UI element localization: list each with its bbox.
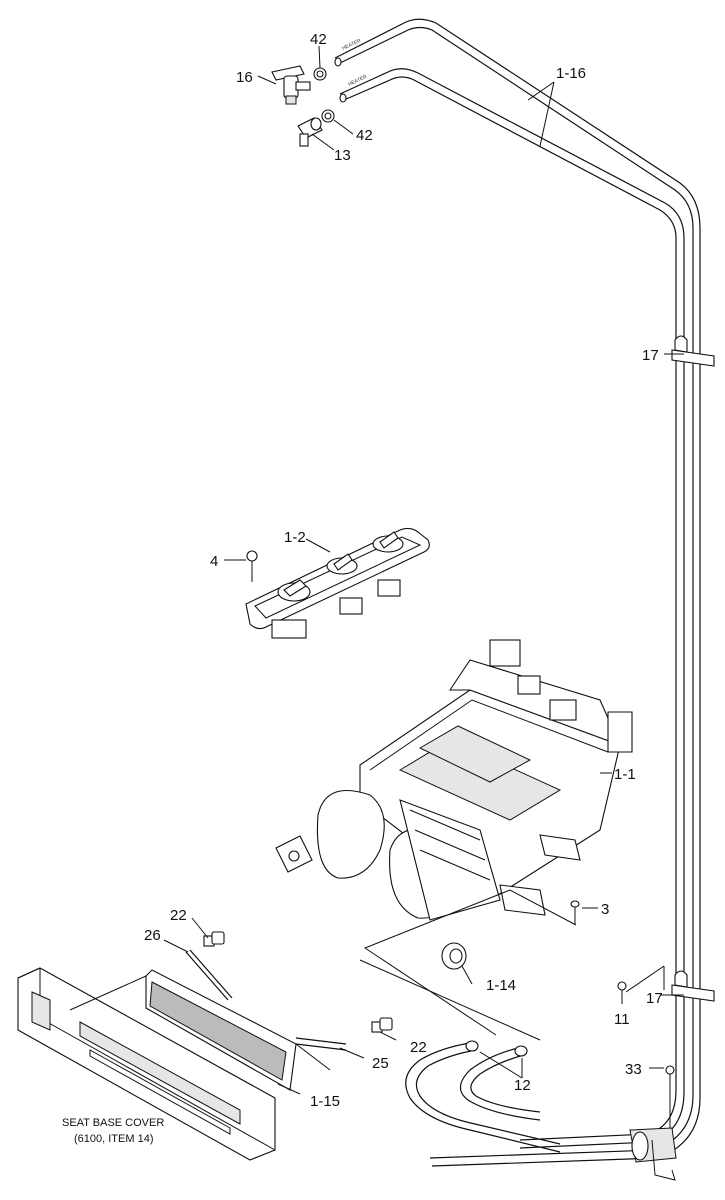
hose-bracket [629, 1127, 677, 1181]
callout-1-16: 1-16 [556, 65, 586, 82]
heater-hose-assembly: HEATER HEATER [334, 18, 701, 1167]
callout-12: 12 [514, 1077, 531, 1094]
callout-42-upper: 42 [310, 31, 327, 48]
callout-1-1: 1-1 [614, 766, 636, 783]
callout-42-lower: 42 [356, 127, 373, 144]
callout-17-upper: 17 [642, 347, 659, 364]
heater-assembly-1-1 [275, 639, 633, 921]
rod-25 [295, 1037, 347, 1051]
bolt-22-upper [203, 931, 225, 947]
rod-26 [185, 949, 233, 1001]
note-line-1: SEAT BASE COVER [62, 1117, 164, 1129]
callout-25: 25 [372, 1055, 389, 1072]
note-line-2: (6100, ITEM 14) [74, 1133, 153, 1145]
callout-33: 33 [625, 1061, 642, 1078]
hose-clamp-42-upper [313, 67, 327, 81]
callout-16: 16 [236, 69, 253, 86]
seat-base-cover-note: SEAT BASE COVER (6100, ITEM 14) [62, 1117, 164, 1145]
callout-3: 3 [601, 901, 609, 918]
grommet-1-14 [441, 942, 467, 970]
elbow-fitting-13 [297, 117, 323, 147]
callout-22-upper: 22 [170, 907, 187, 924]
callout-labels: 42 16 1-16 42 13 17 1-2 4 1-1 3 22 26 1-… [144, 31, 663, 1110]
seat-base-cover [17, 967, 276, 1161]
hose-clamp-12b [514, 1045, 528, 1057]
callout-1-15: 1-15 [310, 1093, 340, 1110]
shutoff-valve-16 [271, 65, 311, 105]
bolt-33 [665, 1065, 675, 1128]
hose-clamp-17-lower [671, 970, 715, 1002]
callout-11: 11 [614, 1011, 630, 1028]
screw-11 [617, 981, 627, 1004]
hose-clamp-42-lower [321, 109, 335, 123]
screw-3 [570, 900, 580, 925]
lower-hose-loops [405, 1040, 561, 1153]
filter-1-15 [145, 969, 297, 1091]
control-panel-1-2 [245, 527, 430, 639]
callout-1-14: 1-14 [486, 977, 516, 994]
leader-lines [69, 45, 684, 1095]
callout-13: 13 [334, 147, 351, 164]
callout-22-lower: 22 [410, 1039, 427, 1056]
callout-17-lower: 17 [646, 990, 663, 1007]
hose-clamp-12a [465, 1040, 479, 1052]
callout-26: 26 [144, 927, 161, 944]
bolt-22-lower [371, 1017, 393, 1033]
callout-4: 4 [210, 553, 218, 570]
callout-1-2: 1-2 [284, 529, 306, 546]
